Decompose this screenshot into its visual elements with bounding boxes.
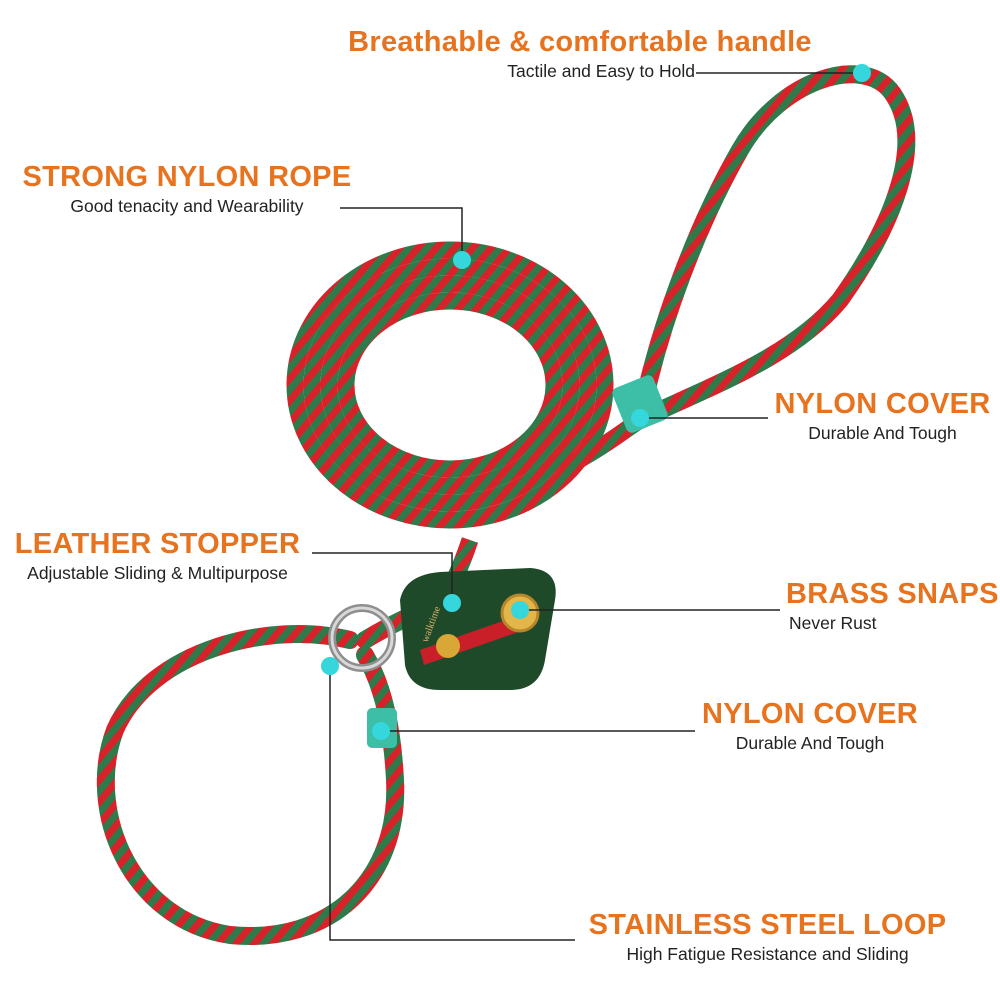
leather-stopper	[400, 568, 556, 690]
callout-subtitle: Never Rust	[789, 613, 877, 633]
callout-title: BRASS SNAPS	[786, 578, 999, 610]
callout-subtitle: Tactile and Easy to Hold	[507, 61, 695, 81]
callout-title: LEATHER STOPPER	[14, 528, 301, 560]
callout-stainless-steel-loop: STAINLESS STEEL LOOP High Fatigue Resist…	[575, 911, 960, 964]
callout-brass-snaps: BRASS SNAPS Never Rust	[786, 580, 1000, 633]
stainless-steel-ring	[328, 604, 396, 672]
callout-title: NYLON COVER	[702, 698, 918, 730]
callout-subtitle: Good tenacity and Wearability	[70, 196, 304, 216]
callout-nylon-cover-top: NYLON COVER Durable And Tough	[765, 390, 1000, 443]
callout-subtitle: Adjustable Sliding & Multipurpose	[27, 563, 288, 583]
leader-lines	[312, 72, 862, 941]
callout-title: Breathable & comfortable handle	[348, 26, 812, 58]
indicator-dots	[321, 64, 871, 740]
callout-subtitle: Durable And Tough	[735, 733, 885, 753]
callout-handle: Breathable & comfortable handle Tactile …	[335, 28, 825, 81]
callout-subtitle: High Fatigue Resistance and Sliding	[626, 944, 909, 964]
rope-handle-loop	[631, 65, 916, 429]
callout-title: STRONG NYLON ROPE	[22, 161, 352, 193]
callout-title: NYLON COVER	[774, 388, 991, 420]
callout-leather-stopper: LEATHER STOPPER Adjustable Sliding & Mul…	[0, 530, 315, 583]
rope-coil	[286, 241, 645, 610]
callout-subtitle: Durable And Tough	[808, 423, 957, 443]
callout-title: STAINLESS STEEL LOOP	[588, 909, 947, 941]
callout-nylon-cover-bottom: NYLON COVER Durable And Tough	[690, 700, 930, 753]
callout-rope: STRONG NYLON ROPE Good tenacity and Wear…	[12, 163, 362, 216]
